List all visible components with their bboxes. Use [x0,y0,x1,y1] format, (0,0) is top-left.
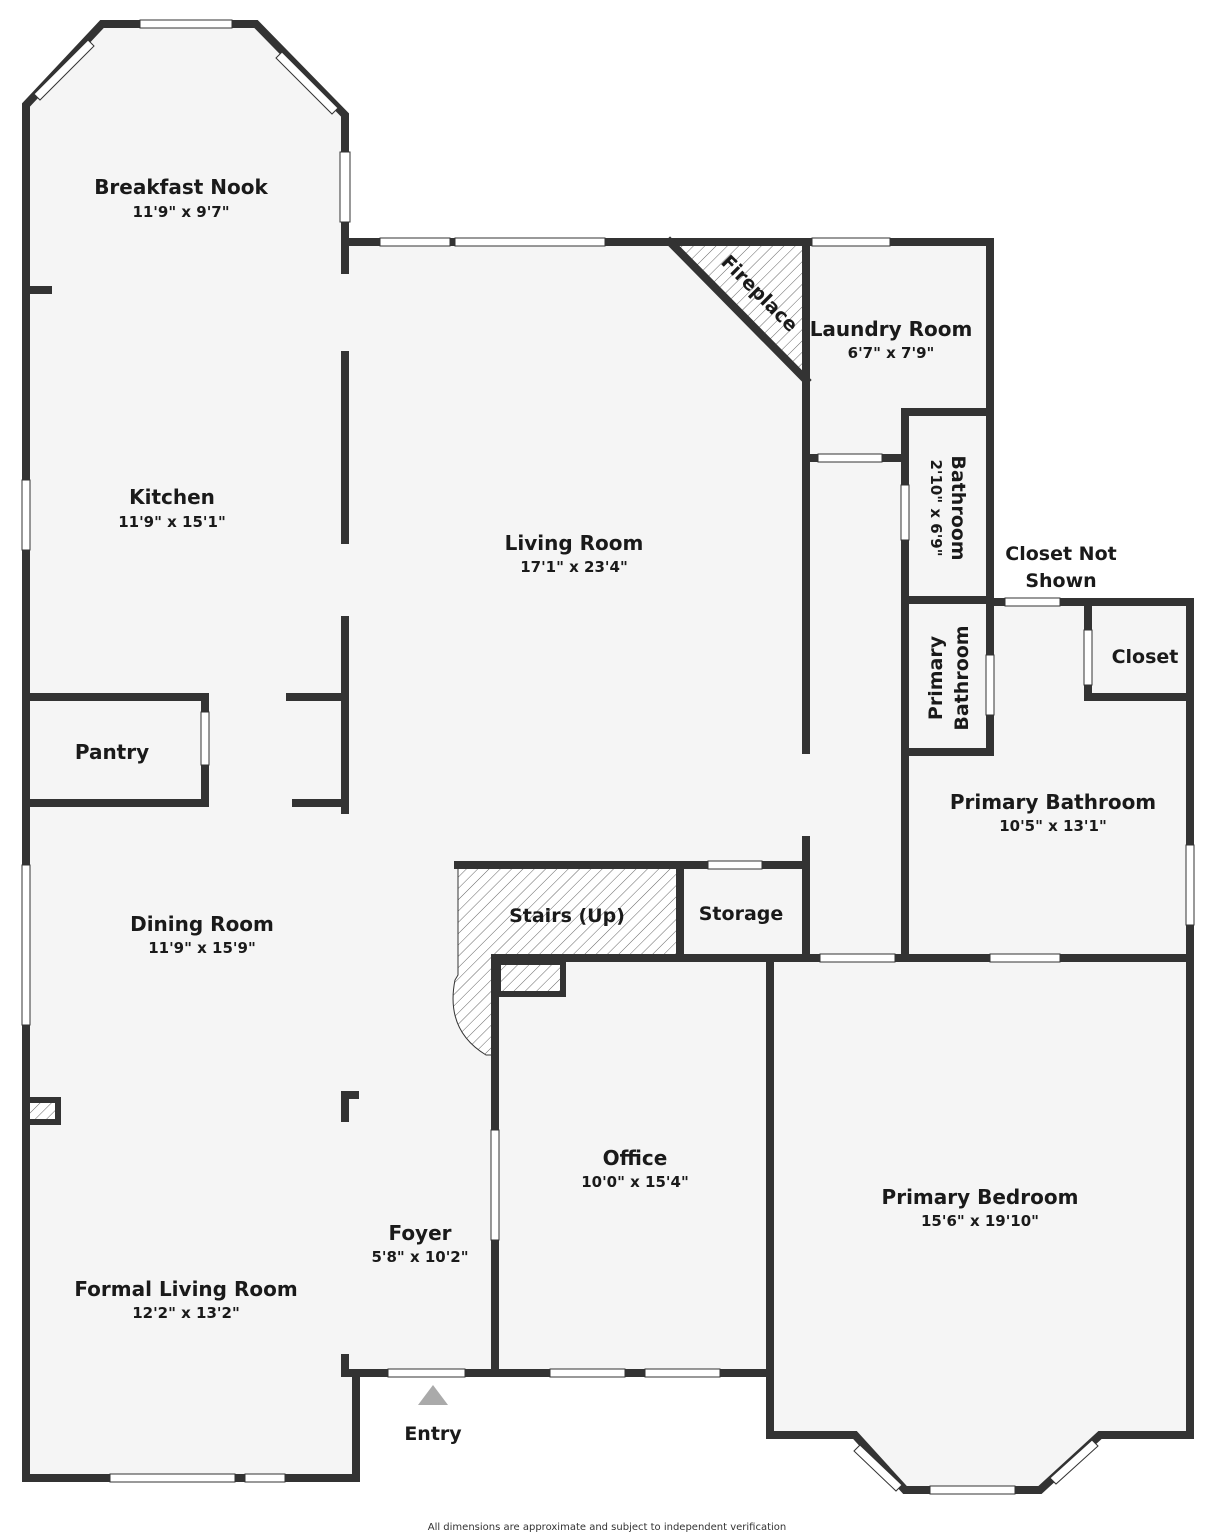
primary-bathroom-name: Primary Bathroom [950,790,1156,814]
primary-bathroom-small-line2: Bathroom [951,625,973,730]
living-room-name: Living Room [505,531,644,555]
kitchen-name: Kitchen [129,485,215,509]
bathroom-name: Bathroom [947,455,969,560]
primary-bedroom-dim: 15'6" x 19'10" [921,1212,1039,1230]
floor-areas [26,24,1190,1490]
entry-arrow-icon [418,1385,448,1405]
dining-room-dim: 11'9" x 15'9" [148,939,256,957]
storage-name: Storage [699,903,784,925]
windows [21,19,1195,1495]
laundry-room-name: Laundry Room [810,317,973,341]
living-room-dim: 17'1" x 23'4" [520,558,628,576]
entry-label: Entry [404,1423,462,1445]
dining-room-name: Dining Room [130,912,274,936]
laundry-room-dim: 6'7" x 7'9" [848,344,935,362]
primary-bathroom-dim: 10'5" x 13'1" [999,817,1107,835]
chimney-hatch [23,1097,61,1125]
closet-name: Closet [1112,646,1179,668]
office-name: Office [603,1146,668,1170]
stairs-name: Stairs (Up) [509,905,625,927]
primary-bathroom-small-line1: Primary [925,635,947,720]
formal-living-room-dim: 12'2" x 13'2" [132,1304,240,1322]
breakfast-nook-dim: 11'9" x 9'7" [132,203,229,221]
foyer-name: Foyer [388,1221,451,1245]
formal-living-room-name: Formal Living Room [74,1277,297,1301]
bathroom-dim: 2'10" x 6'9" [927,459,945,556]
office-dim: 10'0" x 15'4" [581,1173,689,1191]
foyer-dim: 5'8" x 10'2" [371,1248,468,1266]
closet-not-shown-line1: Closet Not [1005,543,1116,565]
stairs-landing-hatch [495,959,566,997]
closet-not-shown-line2: Shown [1025,570,1096,592]
primary-bedroom-name: Primary Bedroom [882,1185,1079,1209]
pantry-name: Pantry [75,740,149,764]
room-labels: Breakfast Nook 11'9" x 9'7" Kitchen 11'9… [74,175,1178,1445]
kitchen-dim: 11'9" x 15'1" [118,513,226,531]
disclaimer: All dimensions are approximate and subje… [428,1522,787,1533]
breakfast-nook-name: Breakfast Nook [94,175,268,199]
